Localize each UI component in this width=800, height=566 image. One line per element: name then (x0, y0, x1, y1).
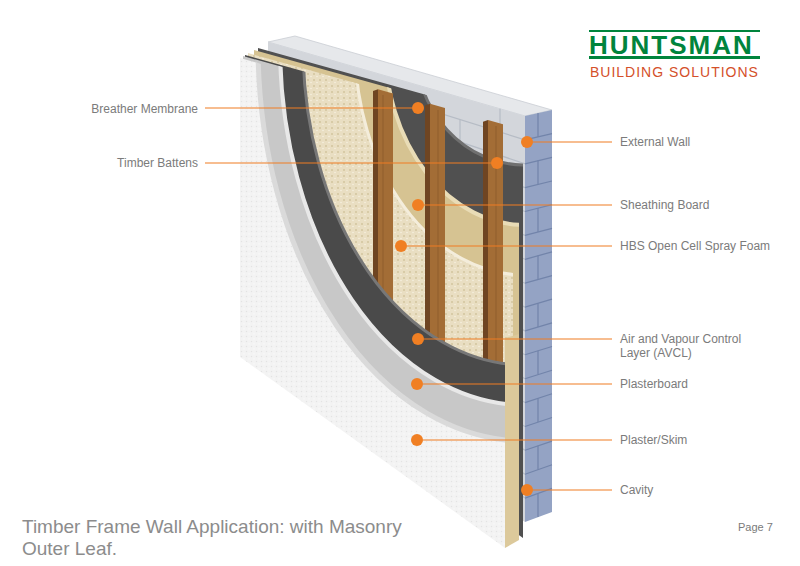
leader-line (205, 162, 491, 163)
logo-tagline: BUILDING SOLUTIONS (590, 64, 759, 80)
part-label: Cavity (620, 483, 653, 497)
callout-dot (412, 102, 424, 114)
callout-dot (411, 434, 423, 446)
callout-dot (412, 199, 424, 211)
logo-wordmark: HUNTSMAN (589, 32, 754, 58)
masonry-side (525, 110, 552, 522)
part-label: Plasterboard (620, 377, 688, 391)
cavity-edge (505, 334, 519, 548)
part-label: External Wall (620, 135, 690, 149)
membrane-edge (415, 0, 635, 165)
callout-dot (521, 136, 533, 148)
plaster-edge (258, 0, 792, 441)
masonry-side-joints (537, 113, 538, 517)
part-label: Breather Membrane (91, 102, 198, 116)
leader-line (533, 141, 612, 142)
leader-line (423, 439, 612, 440)
callout-dot (411, 378, 423, 390)
callout-dot (521, 484, 533, 496)
plasterboard-edge (280, 0, 770, 405)
part-label: Air and Vapour Control Layer (AVCL) (620, 332, 760, 360)
leader-line (424, 338, 612, 339)
page-number: Page 7 (738, 521, 773, 534)
leader-line (423, 383, 612, 384)
leader-line (533, 489, 612, 490)
part-label: Sheathing Board (620, 198, 709, 212)
callout-dot (491, 157, 503, 169)
caption: Timber Frame Wall Application: with Maso… (22, 516, 422, 560)
leader-line (424, 204, 612, 205)
leader-line (205, 107, 412, 108)
part-label: HBS Open Cell Spray Foam (620, 239, 770, 253)
callout-dot (395, 240, 407, 252)
part-label: Plaster/Skim (620, 433, 687, 447)
part-label: Timber Battens (117, 156, 198, 170)
leader-line (407, 245, 612, 246)
plaster-skim (240, 58, 505, 548)
callout-dot (412, 333, 424, 345)
